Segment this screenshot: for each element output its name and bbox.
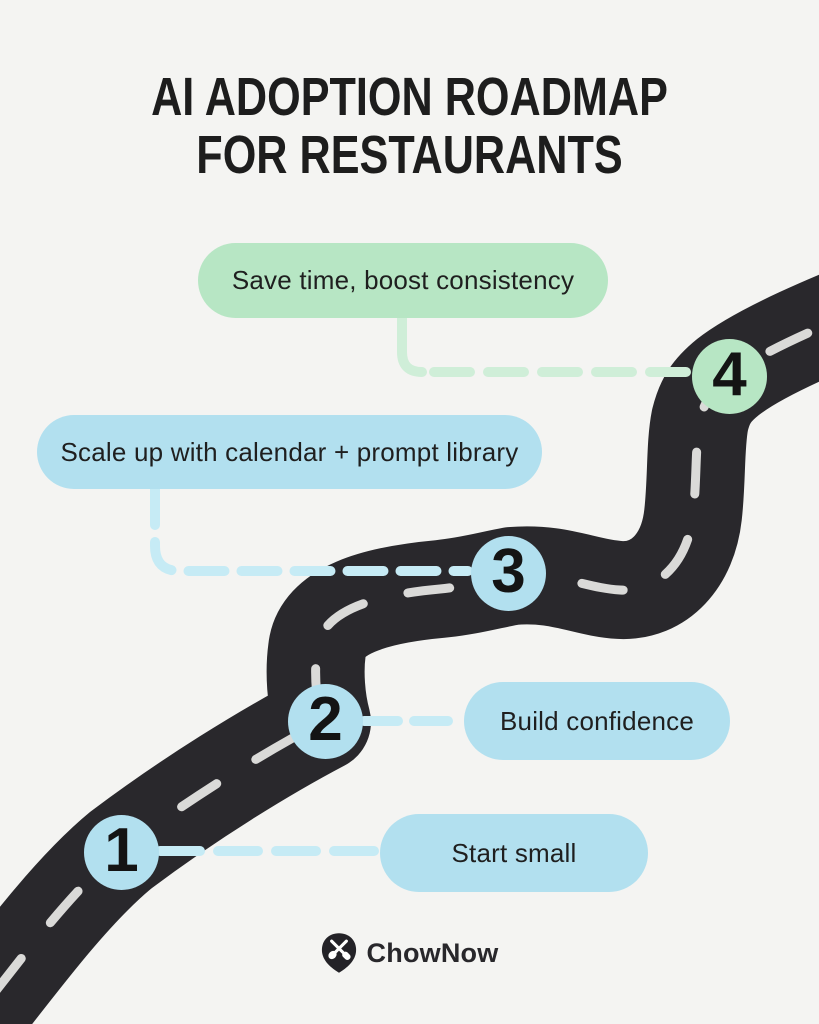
step-1-number: 1 bbox=[104, 815, 139, 885]
step-1-label: Start small bbox=[451, 837, 577, 868]
step-3-connector-dashes bbox=[150, 484, 473, 576]
step-4-number: 4 bbox=[712, 339, 747, 409]
step-2-marker: 2 bbox=[288, 684, 363, 759]
step-2-label-pill: Build confidence bbox=[464, 682, 730, 760]
step-4-marker: 4 bbox=[692, 339, 767, 414]
road bbox=[0, 274, 819, 1024]
brand-name: ChowNow bbox=[366, 937, 499, 968]
step-1-marker: 1 bbox=[84, 815, 159, 890]
step-3-label-pill: Scale up with calendar + prompt library bbox=[37, 415, 542, 489]
page-title-line-2: FOR RESTAURANTS bbox=[196, 125, 623, 185]
brand-footer: ChowNow bbox=[0, 932, 819, 974]
step-4-label-pill: Save time, boost consistency bbox=[198, 243, 608, 318]
step-3-number: 3 bbox=[491, 536, 526, 606]
page-title-line-1: AI ADOPTION ROADMAP bbox=[151, 67, 668, 127]
step-1-label-pill: Start small bbox=[380, 814, 648, 892]
step-2-label: Build confidence bbox=[500, 705, 694, 736]
step-3-label: Scale up with calendar + prompt library bbox=[60, 436, 519, 467]
step-4-label: Save time, boost consistency bbox=[231, 265, 575, 295]
page-title: AI ADOPTION ROADMAP FOR RESTAURANTS bbox=[82, 68, 737, 184]
step-2-number: 2 bbox=[308, 684, 343, 754]
crossed-utensils-pin-icon bbox=[321, 933, 356, 973]
road-center-line bbox=[0, 323, 819, 993]
step-3-marker: 3 bbox=[471, 536, 546, 611]
step-4-connector-elbow bbox=[397, 307, 427, 377]
